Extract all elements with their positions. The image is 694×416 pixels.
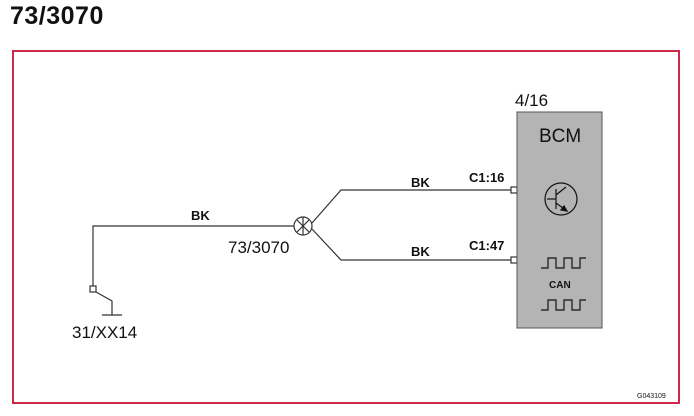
pin-label-c1-47: C1:47 (469, 238, 504, 253)
diagram-frame (12, 50, 680, 404)
wire-color-ground-to-splice: BK (191, 208, 210, 223)
wire-color-c1-16: BK (411, 175, 430, 190)
module-ref-label: 4/16 (515, 91, 548, 110)
wire-color-c1-47: BK (411, 244, 430, 259)
ground-label: 31/XX14 (72, 323, 137, 342)
pin-label-c1-16: C1:16 (469, 170, 504, 185)
page-title: 73/3070 (10, 2, 104, 30)
ground-terminal (89, 285, 97, 293)
wire-ground-to-splice (92, 225, 303, 286)
figure-id: G043109 (637, 393, 666, 400)
ground-symbol (95, 291, 113, 315)
can-label: CAN (549, 280, 571, 291)
ground-connection (89, 225, 303, 316)
wire-splice-to-c1-47 (311, 228, 511, 261)
transistor-icon (544, 182, 578, 216)
pin-c1-47-terminal (510, 256, 518, 264)
splice-label: 73/3070 (228, 238, 289, 257)
module-name-label: BCM (539, 126, 581, 147)
bcm-module-box (516, 111, 603, 329)
can-signal-icon (541, 257, 586, 311)
pin-c1-16-terminal (510, 186, 518, 194)
wire-splice-to-c1-16 (311, 189, 511, 224)
splice-icon (293, 216, 313, 236)
